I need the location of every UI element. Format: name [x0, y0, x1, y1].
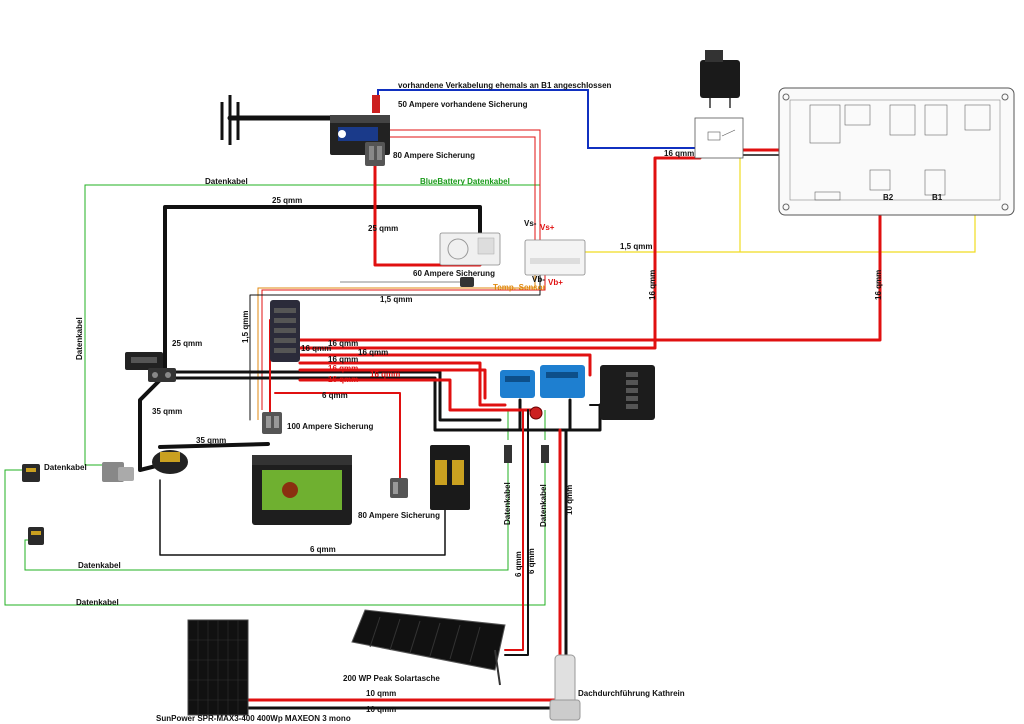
label-b2: B2 — [883, 193, 894, 202]
label-16qmm-vertical-1: 16 qmm — [648, 270, 657, 300]
roof-feedthrough — [549, 654, 581, 721]
signal-cables — [585, 150, 976, 253]
label-datenkabel-vertical-2: Datenkabel — [539, 484, 548, 527]
label-10qmm-a: 10 qmm — [366, 689, 396, 698]
label-vs-minus: Vs- — [524, 219, 537, 228]
label-vb-plus: Vb+ — [548, 278, 563, 287]
data-connector-3 — [102, 462, 134, 482]
label-16qmm-vertical-2: 16 qmm — [874, 270, 883, 300]
label-sunpower: SunPower SPR-MAX3-400 400Wp MAXEON 3 mon… — [156, 714, 351, 723]
label-6qmm-bottom: 6 qmm — [310, 545, 336, 554]
fuse-80-top — [365, 142, 385, 166]
label-fuse-60: 60 Ampere Sicherung — [413, 269, 495, 278]
fuse-80-bottom — [390, 478, 408, 498]
label-6qmm-vertical-1: 6 qmm — [514, 551, 523, 577]
label-fuse-100: 100 Ampere Sicherung — [287, 422, 374, 431]
label-bluebattery-datenkabel: BlueBattery Datenkabel — [420, 177, 510, 186]
label-15qmm-right: 1,5 qmm — [620, 242, 652, 251]
label-16qmm-c: 16 qmm — [358, 348, 388, 357]
label-10qmm-b: 10 qmm — [366, 705, 396, 714]
booster-charger — [439, 232, 501, 266]
relay-schematic — [694, 117, 744, 159]
sense-cables — [249, 129, 546, 421]
solar-panel-flexible — [351, 609, 506, 686]
label-25qmm-vertical: 25 qmm — [368, 224, 398, 233]
label-35qmm-b: 35 qmm — [196, 436, 226, 445]
label-25qmm-top: 25 qmm — [272, 196, 302, 205]
positive-cables — [243, 148, 937, 710]
fuse-round — [529, 406, 543, 420]
label-fuse-50: 50 Ampere vorhandene Sicherung — [398, 100, 528, 109]
ground-symbol — [220, 95, 240, 145]
existing-wiring-cable — [377, 89, 700, 149]
control-board — [778, 87, 1015, 216]
solar-panel-rigid — [187, 619, 249, 716]
label-vb-minus: Vb- — [532, 275, 545, 284]
label-15qmm-vertical: 1,5 qmm — [241, 311, 250, 343]
data-connector-1 — [22, 464, 40, 482]
label-b1: B1 — [932, 193, 943, 202]
label-fuse-80-bottom: 80 Ampere Sicherung — [358, 511, 440, 520]
label-16qmm-f: 16 qmm — [370, 370, 400, 379]
mppt1-connector — [504, 445, 512, 463]
fuse-100 — [262, 412, 282, 434]
label-25qmm-left: 25 qmm — [172, 339, 202, 348]
label-16qmm-a: 16 qmm — [328, 339, 358, 348]
mppt-1 — [500, 370, 535, 398]
fuse-50 — [372, 95, 380, 113]
label-datenkabel-left-vertical: Datenkabel — [75, 317, 84, 360]
lifepo4-battery — [252, 455, 352, 525]
label-datenkabel-vertical-1: Datenkabel — [503, 482, 512, 525]
label-solar-tasche: 200 WP Peak Solartasche — [343, 674, 440, 683]
temp-sensor — [460, 277, 474, 287]
label-datenkabel-bottom-2: Datenkabel — [76, 598, 119, 607]
label-fuse-80-top: 80 Ampere Sicherung — [393, 151, 475, 160]
data-connector-2 — [28, 527, 44, 545]
label-existing-wiring: vorhandene Verkabelung ehemals an B1 ang… — [398, 81, 612, 90]
mppt-2 — [540, 365, 585, 398]
label-16qmm-g: 16 qmm — [328, 375, 358, 384]
busbar-negative — [148, 368, 176, 382]
mppt2-connector — [541, 445, 549, 463]
label-16qmm-e: 16 qmm — [328, 364, 358, 373]
label-temp-sensor: Temp.-Sensor — [493, 283, 546, 292]
fuse-block — [270, 300, 300, 362]
label-10qmm-vertical: 10 qmm — [565, 485, 574, 515]
label-datenkabel-left: Datenkabel — [44, 463, 87, 472]
bluebattery-sensor — [524, 239, 586, 276]
label-16qmm-b: 16 qmm — [301, 344, 331, 353]
label-16qmm-relay: 16 qmm — [664, 149, 694, 158]
mppt-box — [430, 445, 470, 510]
label-35qmm-a: 35 qmm — [152, 407, 182, 416]
shunt-monitor — [125, 352, 163, 370]
battery-switch — [152, 450, 188, 474]
label-datenkabel-bottom-1: Datenkabel — [78, 561, 121, 570]
label-datenkabel-top: Datenkabel — [205, 177, 248, 186]
label-16qmm-d: 16 qmm — [328, 355, 358, 364]
label-6qmm-vertical-2: 6 qmm — [527, 548, 536, 574]
label-vs-plus: Vs+ — [540, 223, 555, 232]
label-6qmm-top: 6 qmm — [322, 391, 348, 400]
label-15qmm-mid: 1,5 qmm — [380, 295, 412, 304]
switch-panel — [600, 365, 655, 420]
relay-top — [700, 50, 740, 108]
label-dachdurchfuehrung: Dachdurchführung Kathrein — [578, 689, 685, 698]
